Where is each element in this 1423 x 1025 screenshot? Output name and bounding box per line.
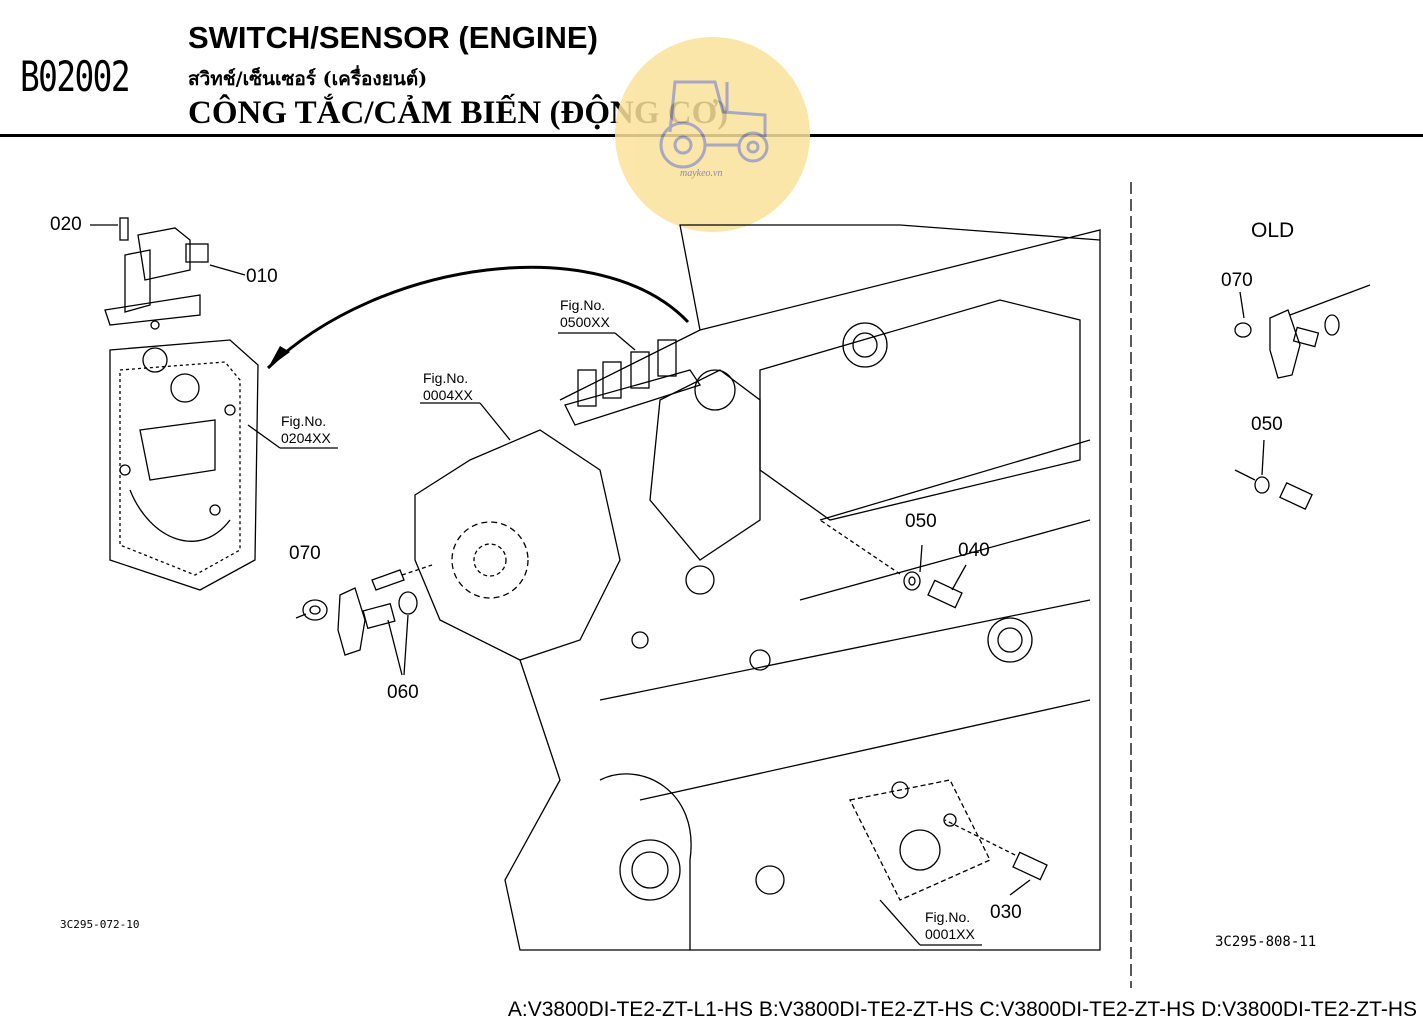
drawing-number-right: 3C295-808-11 [1215, 934, 1317, 950]
fig-ref-number: 0500XX [560, 314, 610, 330]
fig-ref-number: 0204XX [281, 430, 331, 446]
catalog-code: B02002 [20, 52, 131, 101]
old-parts-drawing [1234, 284, 1371, 511]
drawing-number-left: 3C295-072-10 [60, 918, 140, 931]
fig-ref-0500[interactable]: Fig.No. 0500XX [560, 297, 610, 331]
old-part-label-070: 070 [1221, 270, 1253, 291]
assembly-arrow [266, 265, 690, 370]
fig-ref-label: Fig.No. [925, 909, 971, 925]
sensor-060-070-drawing [295, 564, 433, 676]
fig-ref-0001[interactable]: Fig.No. 0001XX [925, 909, 975, 943]
part-label-020: 020 [50, 214, 82, 235]
solenoid-010-drawing [104, 217, 209, 330]
fig-ref-label: Fig.No. [281, 413, 327, 429]
old-section-label: OLD [1251, 219, 1295, 242]
watermark-logo [615, 37, 810, 232]
page-title-english: SWITCH/SENSOR (ENGINE) [188, 20, 598, 55]
switch-030-drawing [944, 819, 1048, 896]
part-label-030: 030 [990, 902, 1022, 923]
injector-cluster-drawing [564, 339, 702, 426]
sensor-040-050-drawing [819, 519, 967, 609]
part-label-040: 040 [958, 540, 990, 561]
model-applicability-footer: A:V3800DI-TE2-ZT-L1-HS B:V3800DI-TE2-ZT-… [507, 998, 1417, 1021]
fig-ref-number: 0004XX [423, 387, 473, 403]
part-label-050: 050 [905, 511, 937, 532]
fig-ref-label: Fig.No. [423, 370, 469, 386]
fig-ref-0004[interactable]: Fig.No. 0004XX [423, 370, 473, 404]
part-label-070: 070 [289, 543, 321, 564]
page-title-thai: สวิทช์/เซ็นเซอร์ (เครื่องยนต์) [188, 68, 428, 90]
engine-block-drawing [414, 224, 1101, 951]
tractor-icon [659, 80, 769, 169]
part-label-010: 010 [246, 266, 278, 287]
part-label-060: 060 [387, 682, 419, 703]
gear-housing-drawing [109, 339, 259, 591]
watermark-text: maykeo.vn [680, 168, 723, 179]
fig-ref-label: Fig.No. [560, 297, 606, 313]
fig-ref-0204[interactable]: Fig.No. 0204XX [281, 413, 331, 447]
exploded-parts-diagram [90, 182, 1371, 988]
old-part-label-050: 050 [1251, 414, 1283, 435]
fig-ref-number: 0001XX [925, 926, 975, 942]
